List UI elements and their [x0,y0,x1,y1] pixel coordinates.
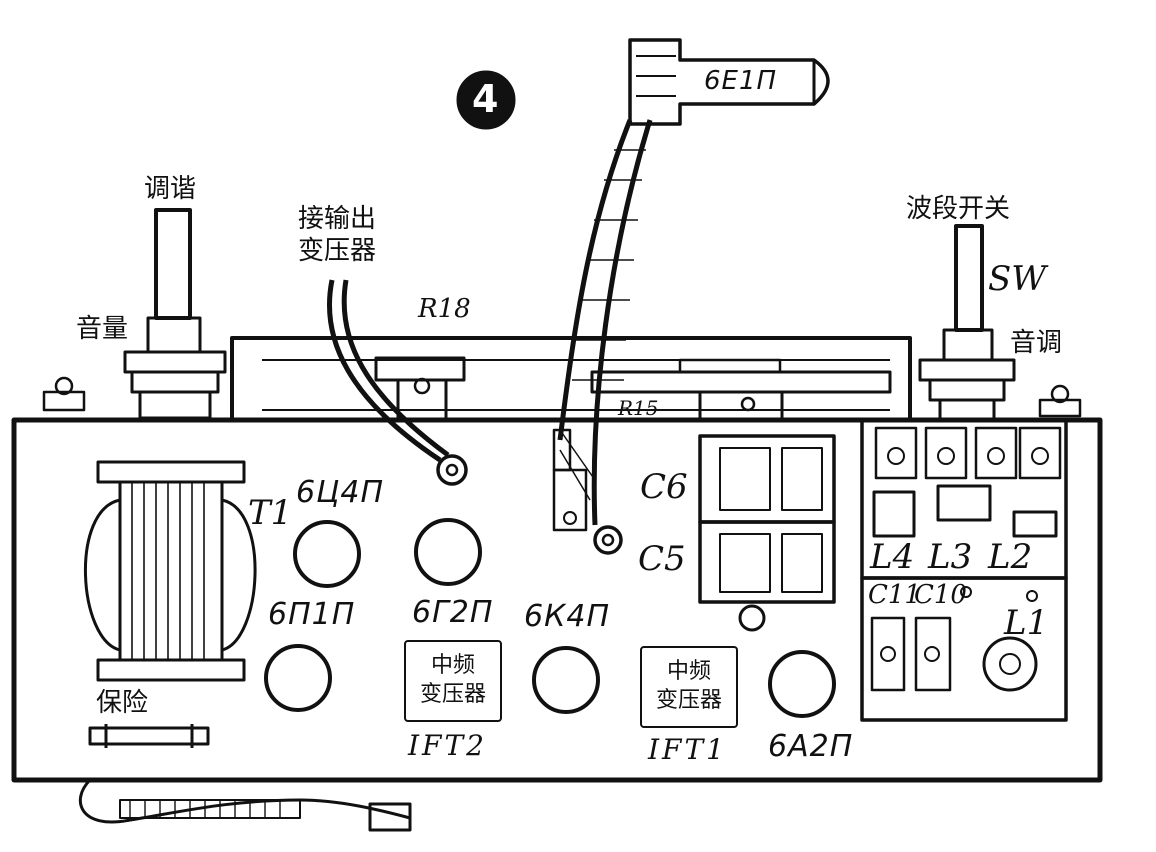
tube-6k4p-label: 6К4П [524,599,611,634]
ift2-line2: 变压器 [419,682,486,707]
socket-6a2p [768,650,836,718]
label-c5: C5 [638,539,686,579]
figure-number: 4 [472,77,499,121]
label-fuse: 保险 [96,688,149,718]
label-c11: C11 [868,580,921,610]
label-output-transformer-2: 变压器 [298,236,377,266]
socket-6k4p [532,646,600,714]
transformer-core [118,480,224,662]
label-c10: C10 [914,580,967,610]
socket-6g2p [414,518,482,586]
label-output-transformer-1: 接输出 [298,204,377,234]
tube-6p1p-label: 6П1П [268,597,356,632]
socket-6c4p [293,520,361,588]
fuse-holder [88,726,210,746]
label-l2: L2 [988,537,1033,577]
label-tone: 音调 [1010,328,1063,358]
ift1-label: IFT1 [648,733,727,766]
label-l3: L3 [928,537,973,577]
label-c6: C6 [640,467,688,507]
tube-6c4p-label: 6Ц4П [296,475,385,510]
tuning-shaft [154,208,192,320]
r15-strip [590,370,892,394]
ift1-line1: 中频 [666,659,711,685]
trimmer-panel [860,576,1068,722]
tube-6e1p-outline [628,38,830,126]
label-sw: SW [988,259,1047,299]
ift2-line1: 中频 [430,653,475,679]
label-band-switch: 波段开关 [906,194,1011,224]
label-t1: T1 [248,493,293,533]
label-r18: R18 [418,294,471,324]
tube-6g2p-label: 6Г2П [412,595,494,630]
band-switch-shaft [954,224,984,332]
ift1-line2: 变压器 [655,688,722,713]
if-block-lower [698,520,836,604]
label-r15: R15 [618,396,659,420]
tube-6e1p-label: 6E1П [704,66,778,96]
label-volume: 音量 [76,314,129,344]
ift1-box: 中频 变压器 [640,646,738,728]
tube-6a2p-label: 6А2П [768,729,854,764]
label-l1: L1 [1004,603,1049,643]
ift2-box: 中频 变压器 [404,640,502,722]
label-l4: L4 [870,537,915,577]
ift2-label: IFT2 [408,729,487,762]
label-tuning: 调谐 [144,174,197,204]
socket-6p1p [264,644,332,712]
